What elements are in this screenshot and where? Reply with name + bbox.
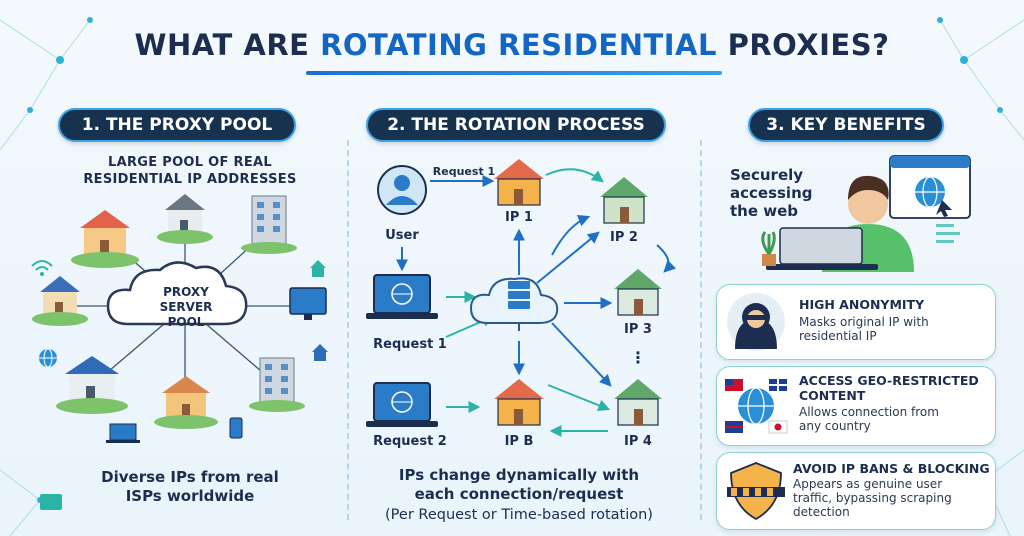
caption-line-2: each connection/request [414, 485, 624, 503]
title-part-3: PROXIES? [716, 28, 890, 62]
arrow [656, 244, 677, 273]
section-1-caption: Diverse IPs from real ISPs worldwide [60, 468, 320, 506]
benefit-body-line-1: Appears as genuine user [793, 477, 943, 491]
subheading-line-1: LARGE POOL OF REAL [108, 155, 272, 170]
benefit-title: ACCESS GEO-RESTRICTED CONTENT [799, 373, 979, 403]
house-icon [71, 210, 139, 268]
benefit-body-line-2: traffic, bypassing scraping [793, 491, 952, 505]
house-ip-3 [614, 269, 662, 316]
ip-label-b: IP B [505, 434, 534, 449]
benefit-body: Masks original IP with residential IP [799, 315, 929, 343]
subheading-line-2: RESIDENTIAL IP ADDRESSES [83, 172, 297, 187]
house-icon [157, 194, 213, 244]
hero-line-2: accessing [730, 184, 813, 202]
section-1-subheading: LARGE POOL OF REAL RESIDENTIAL IP ADDRES… [50, 154, 330, 188]
user-at-laptop-illustration [761, 155, 971, 272]
cloud-label-1: PROXY [163, 285, 209, 299]
benefit-body-line-1: Allows connection from [799, 405, 939, 419]
benefit-body-line-1: Masks original IP with [799, 315, 929, 329]
laptop-icon [366, 382, 438, 427]
building-icon [241, 195, 297, 254]
decorative-dots [936, 224, 960, 243]
phone-icon [229, 417, 243, 439]
divider-1 [347, 140, 349, 520]
page-title: WHAT ARE ROTATING RESIDENTIAL PROXIES? [0, 28, 1024, 62]
section-2-caption: IPs change dynamically with each connect… [366, 466, 672, 504]
caption-line-1: IPs change dynamically with [398, 466, 640, 484]
title-underline [306, 71, 722, 75]
house-ip-1 [494, 159, 544, 206]
browser-window-icon [889, 155, 971, 219]
benefit-title: AVOID IP BANS & BLOCKING [793, 461, 990, 476]
section-3-heading: 3. KEY BENEFITS [748, 108, 944, 142]
server-cloud [469, 277, 559, 331]
arrow [536, 231, 600, 284]
request-2-laptop-label: Request 2 [373, 434, 447, 449]
request-1-laptop-label: Request 1 [373, 337, 447, 352]
benefit-card-anonymity: HIGH ANONYMITY Masks original IP with re… [716, 284, 996, 360]
rotation-diagram: User Request 1 Request 1 Request 2 IP 1 [366, 159, 677, 449]
arrow [551, 322, 612, 387]
proxy-pool-diagram: PROXY SERVER POOL [31, 194, 328, 443]
user-label: User [385, 228, 419, 243]
hero-line-3: the web [730, 202, 799, 220]
section-1-heading: 1. THE PROXY POOL [58, 108, 296, 142]
benefit-body-line-3: detection [793, 505, 850, 519]
laptop-icon [106, 423, 140, 443]
benefit-body-line-2: any country [799, 419, 871, 433]
title-part-1: WHAT ARE [134, 28, 321, 62]
cloud-label-3: POOL [168, 315, 205, 329]
request-1-label-top: Request 1 [433, 165, 495, 178]
house-ip-4 [614, 379, 662, 426]
ip-label-1: IP 1 [505, 210, 533, 225]
laptop-icon [366, 274, 438, 319]
ip-label-3: IP 3 [624, 322, 652, 337]
benefit-title-line-1: ACCESS GEO-RESTRICTED [799, 373, 979, 388]
benefit-title: HIGH ANONYMITY [799, 297, 925, 312]
benefit-body-line-2: residential IP [799, 329, 877, 343]
hero-line-1: Securely [730, 166, 804, 184]
benefit-card-bans: AVOID IP BANS & BLOCKING Appears as genu… [716, 452, 996, 530]
section-2-caption-sub: (Per Request or Time-based rotation) [385, 507, 653, 523]
house-icon [32, 276, 88, 326]
monitor-icon [289, 287, 327, 320]
caption-line-1: Diverse IPs from real [101, 468, 279, 486]
benefit-body: Allows connection from any country [799, 405, 939, 433]
house-icon [154, 376, 218, 429]
caption-line-2: ISPs worldwide [125, 487, 255, 505]
hero-caption: Securely accessing the web [730, 166, 840, 220]
user-avatar [377, 165, 427, 215]
globe-icon [39, 348, 57, 368]
house-icon [56, 356, 128, 414]
ellipsis: ⋮ [630, 348, 646, 367]
laptop-icon [766, 227, 878, 270]
divider-2 [700, 140, 702, 520]
hacker-icon [727, 293, 785, 351]
arrow [547, 384, 611, 412]
title-highlight: ROTATING RESIDENTIAL [320, 28, 717, 62]
wifi-icon [31, 260, 53, 276]
benefit-body: Appears as genuine user traffic, bypassi… [793, 477, 952, 519]
globe-flags-icon [725, 379, 788, 434]
arrow [551, 215, 591, 256]
shield-icon [727, 462, 785, 521]
house-ip-b [494, 379, 544, 426]
benefit-title-line-2: CONTENT [799, 388, 866, 403]
section-2-heading: 2. THE ROTATION PROCESS [366, 108, 666, 142]
ip-label-4: IP 4 [624, 434, 652, 449]
plant-icon [761, 231, 776, 266]
ip-label-2: IP 2 [610, 230, 638, 245]
cloud-label-2: SERVER [160, 300, 213, 314]
home-icon [312, 344, 328, 361]
building-icon [249, 357, 305, 412]
proxy-cloud [106, 261, 248, 326]
benefit-card-geo: ACCESS GEO-RESTRICTED CONTENT Allows con… [716, 366, 996, 446]
home-icon [310, 260, 326, 277]
browser-window-icon [40, 494, 62, 510]
house-ip-2 [600, 177, 648, 224]
arrow [545, 168, 604, 183]
